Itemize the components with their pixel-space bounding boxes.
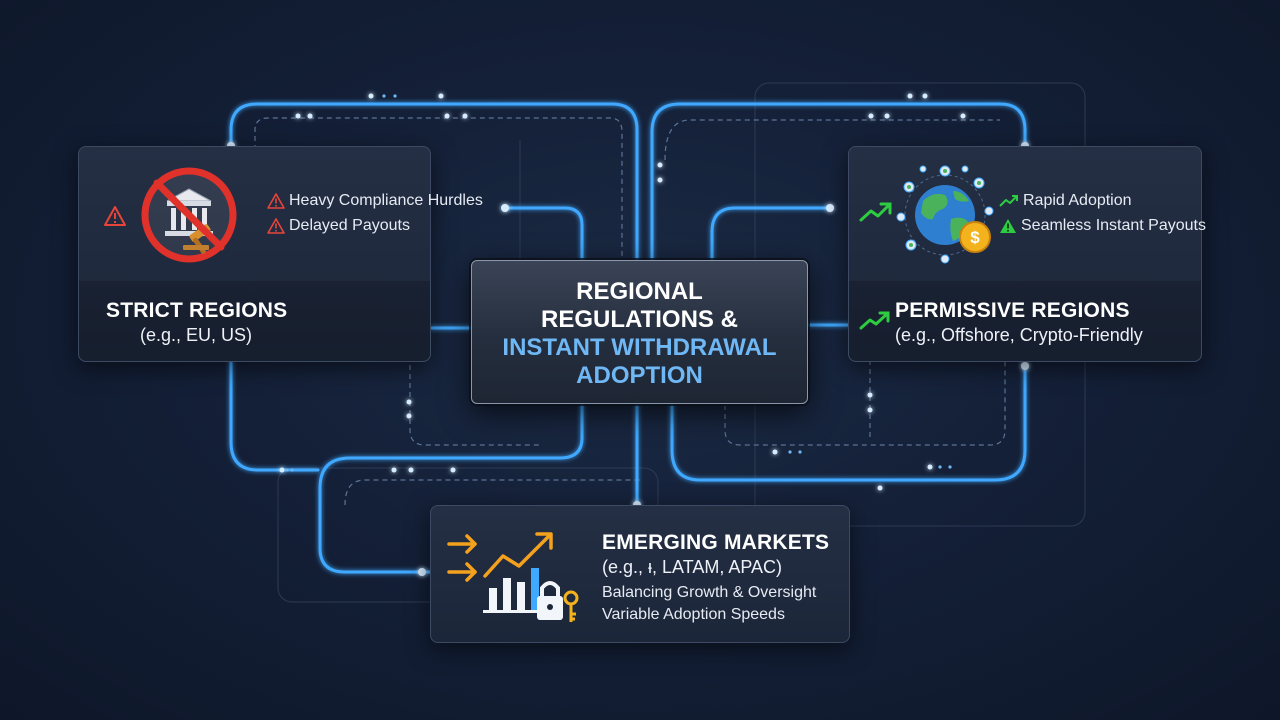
permissive-regions-subtitle: (e.g., Offshore, Crypto-Friendly: [895, 325, 1143, 345]
warning-icon: [267, 193, 285, 209]
warning-icon: [104, 206, 126, 226]
emerging-markets-card: EMERGING MARKETS (e.g., ᵻ, LATAM, APAC) …: [430, 505, 850, 643]
permissive-bullet-text: Seamless Instant Payouts: [1021, 217, 1206, 234]
emerging-bullet-text: Variable Adoption Speeds: [602, 606, 785, 623]
permissive-bullet-payouts: Seamless Instant Payouts: [999, 217, 1206, 235]
emerging-markets-title: EMERGING MARKETS: [602, 531, 830, 554]
card-footer-band: [849, 281, 1201, 361]
emerging-bullet-balancing: Balancing Growth & Oversight: [602, 584, 816, 602]
strict-bullet-text: Delayed Payouts: [289, 217, 410, 234]
emerging-markets-subtitle: (e.g., ᵻ, LATAM, APAC): [602, 557, 783, 577]
emerging-bullet-speeds: Variable Adoption Speeds: [602, 606, 785, 624]
central-title-line-3: INSTANT WITHDRAWAL: [502, 334, 777, 361]
permissive-bullet-adoption: Rapid Adoption: [999, 192, 1132, 210]
growth-chart-lock-icon: [447, 532, 579, 622]
central-title-line-2: REGULATIONS &: [541, 306, 738, 333]
growth-arrow-icon: [859, 202, 892, 222]
growth-arrow-icon: [999, 195, 1018, 207]
svg-text:$: $: [970, 228, 980, 247]
central-topic-card: REGIONAL REGULATIONS & INSTANT WITHDRAWA…: [471, 260, 808, 404]
strict-bullet-payouts: Delayed Payouts: [267, 217, 410, 235]
strict-regions-subtitle: (e.g., EU, US): [140, 325, 253, 345]
permissive-bullet-text: Rapid Adoption: [1023, 192, 1132, 209]
growth-arrow-icon: [859, 311, 890, 330]
warning-icon: [267, 218, 285, 234]
emerging-bullet-text: Balancing Growth & Oversight: [602, 584, 817, 601]
alert-icon: [1000, 219, 1016, 233]
card-footer-band: [79, 281, 430, 361]
strict-regions-title: STRICT REGIONS: [106, 299, 288, 322]
permissive-regions-title: PERMISSIVE REGIONS: [895, 299, 1130, 322]
no-bank-gavel-icon: [141, 167, 237, 263]
strict-bullet-compliance: Heavy Compliance Hurdles: [267, 192, 483, 210]
strict-regions-card: Heavy Compliance Hurdles Delayed Payouts…: [78, 146, 483, 362]
central-title-line-1: REGIONAL: [576, 278, 703, 305]
strict-bullet-text: Heavy Compliance Hurdles: [289, 192, 483, 209]
globe-crypto-icon: $: [896, 165, 994, 264]
permissive-regions-card: $ Rapid Adoption Seamless Instant Payout…: [848, 146, 1206, 362]
central-title-line-4: ADOPTION: [576, 362, 703, 389]
